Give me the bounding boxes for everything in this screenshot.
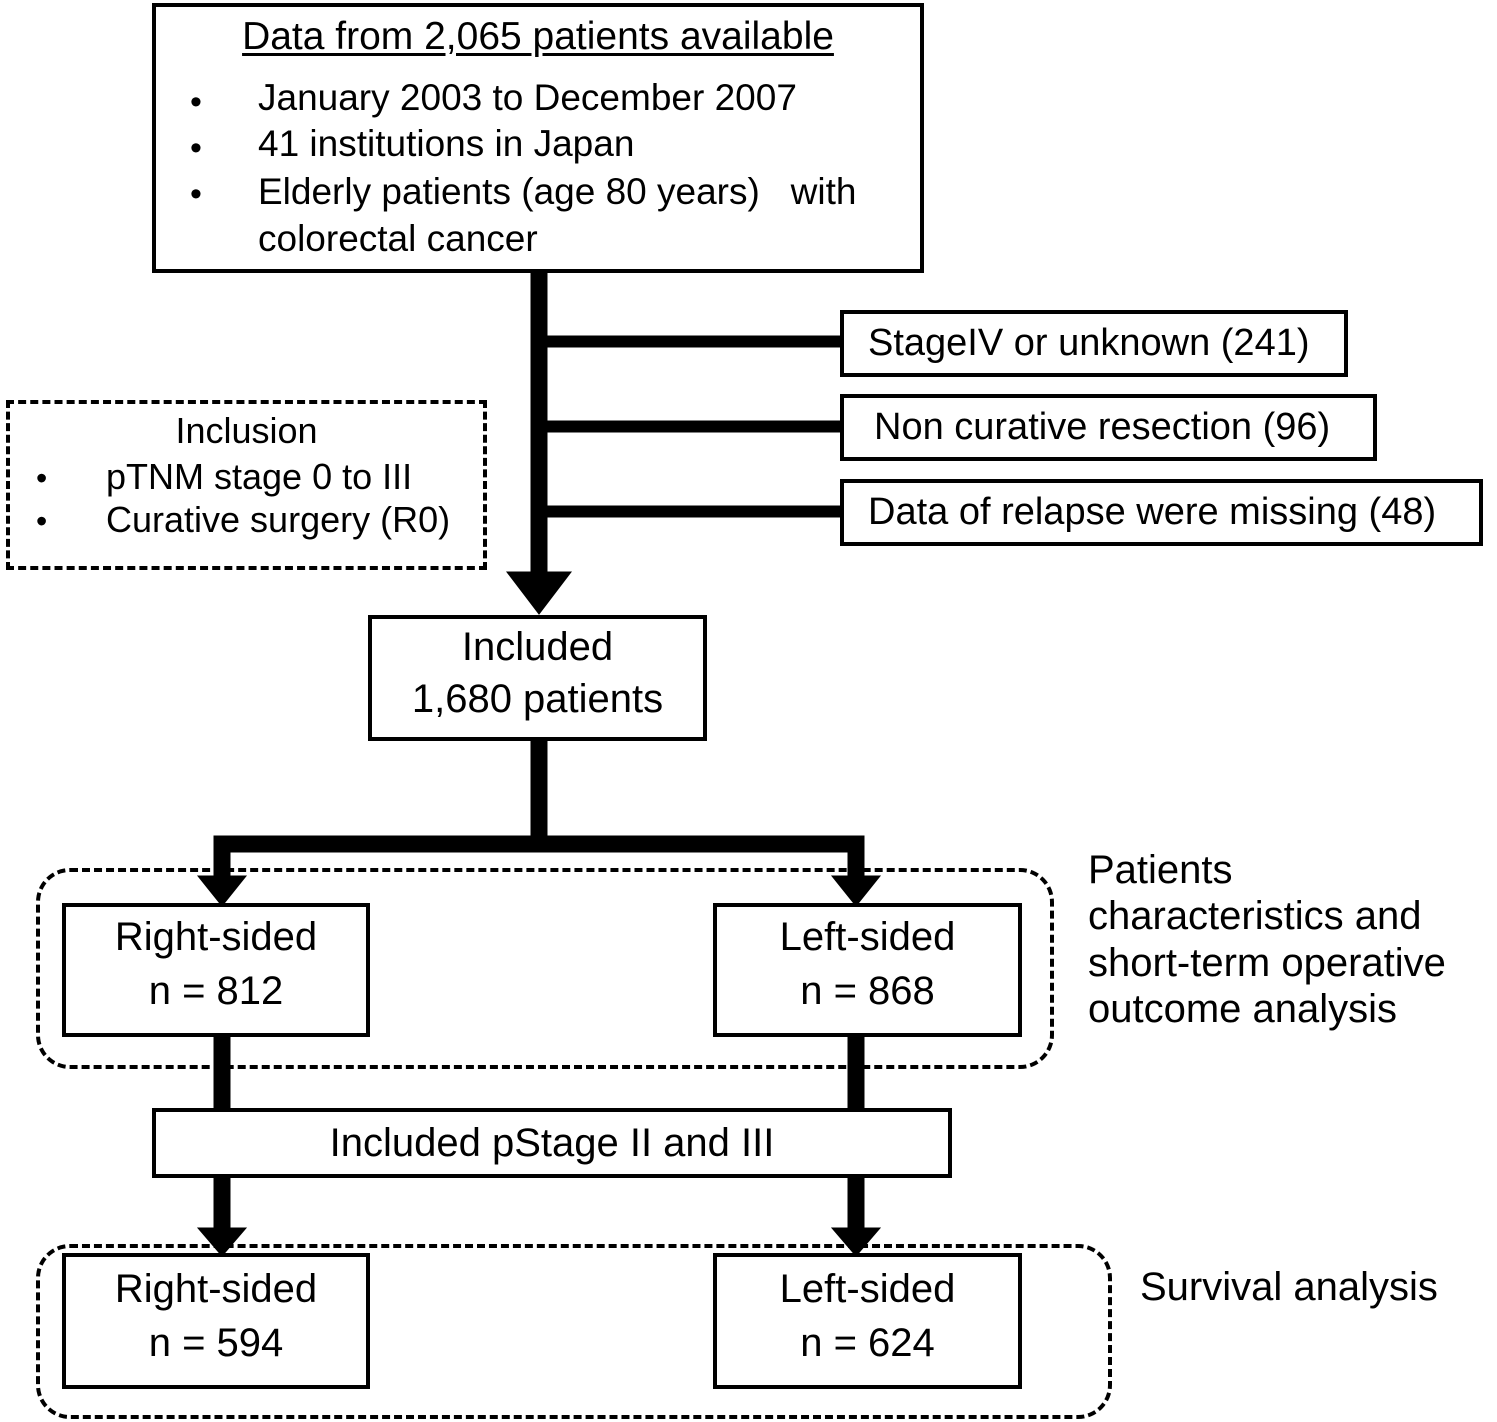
source-bullet-text: Elderly patients (age 80 years) with col… (258, 171, 857, 259)
inclusion-bullet-text: Curative surgery (R0) (106, 499, 451, 541)
right-sided-box-bottom: Right-sided n = 594 (62, 1253, 370, 1389)
arrow-head-to-included (505, 571, 573, 615)
bullet-icon: • (190, 129, 202, 168)
right-sided-side-label-top: Right-sided (114, 915, 318, 959)
exclusion-label: Non curative resection (96) (874, 406, 1331, 448)
survival-cohort-group (36, 1244, 1112, 1419)
right-sided-n-top: n = 812 (148, 969, 284, 1013)
left-sided-n-bottom: n = 624 (800, 1321, 935, 1365)
left-sided-box-top: Left-sided n = 868 (713, 903, 1022, 1037)
source-bullet-text: 41 institutions in Japan (258, 123, 635, 165)
inclusion-bullet-item: • pTNM stage 0 to III (28, 456, 473, 497)
inclusion-bullet-item: • Curative surgery (R0) (28, 499, 473, 540)
left-sided-side-label-top: Left-sided (779, 915, 956, 959)
branch-line-exclusion-1 (544, 335, 842, 348)
source-bullet-item: • Elderly patients (age 80 years) with c… (180, 169, 906, 262)
inclusion-bullet-text: pTNM stage 0 to III (106, 456, 413, 497)
bullet-icon: • (190, 83, 202, 121)
source-bullet-item: • 41 institutions in Japan (180, 123, 906, 165)
exclusion-box-2: Non curative resection (96) (840, 394, 1377, 461)
bullet-icon: • (36, 460, 48, 496)
left-sided-side-label-bottom: Left-sided (779, 1267, 956, 1311)
right-sided-side-label-bottom: Right-sided (114, 1267, 318, 1311)
included-patients-box: Included 1,680 patients (368, 615, 707, 741)
survival-analysis-caption: Survival analysis (1140, 1265, 1438, 1309)
characteristics-analysis-caption: Patients characteristics and short-term … (1088, 848, 1446, 1032)
stage-filter-box: Included pStage II and III (152, 1108, 952, 1178)
source-data-title: Data from 2,065 patients available (242, 15, 834, 58)
right-sided-box-top: Right-sided n = 812 (62, 903, 370, 1037)
included-line-1: Included (461, 625, 614, 669)
source-data-box: Data from 2,065 patients available • Jan… (152, 3, 924, 273)
left-sided-box-bottom: Left-sided n = 624 (713, 1253, 1022, 1389)
exclusion-box-1: StageIV or unknown (241) (840, 310, 1348, 377)
branch-line-exclusion-3 (544, 505, 842, 518)
split-bar-top (213, 835, 865, 853)
left-sided-n-top: n = 868 (800, 969, 935, 1013)
trunk-line-main (530, 271, 548, 595)
stage-filter-label: Included pStage II and III (329, 1121, 775, 1165)
right-sided-n-bottom: n = 594 (148, 1321, 284, 1365)
bullet-icon: • (36, 503, 48, 540)
exclusion-label: StageIV or unknown (241) (868, 322, 1310, 364)
included-line-2: 1,680 patients (411, 677, 664, 721)
line-stagefilter-to-right-bottom (213, 1173, 231, 1237)
inclusion-title: Inclusion (175, 410, 318, 451)
line-stagefilter-to-left-bottom (847, 1173, 865, 1237)
exclusion-box-3: Data of relapse were missing (48) (840, 479, 1483, 546)
trunk-line-to-split (530, 739, 548, 847)
source-bullet-text: January 2003 to December 2007 (258, 77, 797, 118)
inclusion-criteria-box: Inclusion • pTNM stage 0 to III • Curati… (6, 400, 487, 570)
exclusion-label: Data of relapse were missing (48) (868, 491, 1437, 533)
source-bullet-item: • January 2003 to December 2007 (180, 77, 906, 119)
characteristics-cohort-group (36, 868, 1054, 1069)
bullet-icon: • (190, 175, 202, 214)
branch-line-exclusion-2 (544, 420, 842, 433)
